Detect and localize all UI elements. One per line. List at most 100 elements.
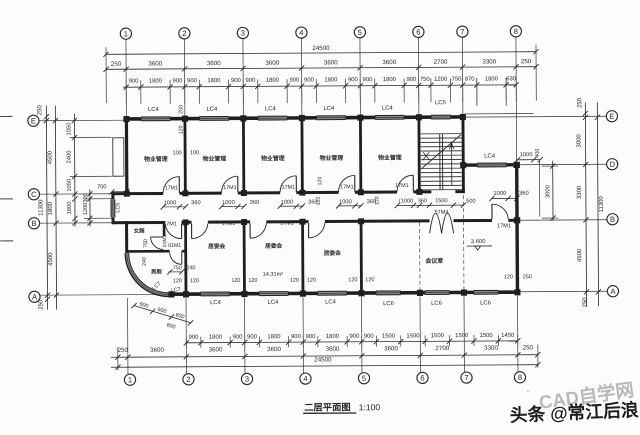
svg-text:1500: 1500 [455, 333, 469, 339]
svg-text:3600: 3600 [382, 59, 396, 66]
svg-text:900: 900 [233, 334, 244, 340]
svg-text:1800: 1800 [149, 78, 163, 84]
svg-text:250: 250 [118, 347, 129, 354]
svg-text:LC6: LC6 [480, 300, 492, 306]
svg-text:11300: 11300 [599, 195, 605, 212]
svg-text:750: 750 [420, 77, 431, 83]
svg-text:120: 120 [317, 177, 323, 186]
svg-text:LC4: LC4 [148, 107, 160, 113]
svg-text:2700: 2700 [435, 345, 449, 352]
svg-text:250: 250 [178, 105, 184, 114]
svg-text:24500: 24500 [312, 45, 330, 52]
svg-text:居委会: 居委会 [208, 242, 225, 250]
svg-text:870: 870 [465, 77, 476, 83]
svg-text:360: 360 [191, 200, 201, 206]
svg-text:1800: 1800 [207, 78, 221, 84]
svg-text:900: 900 [246, 78, 257, 84]
svg-text:240: 240 [186, 265, 195, 271]
svg-text:120: 120 [365, 277, 374, 283]
svg-text:750: 750 [452, 77, 463, 83]
svg-text:120: 120 [248, 278, 257, 284]
svg-text:1500: 1500 [406, 333, 420, 339]
svg-text:1: 1 [124, 29, 128, 38]
svg-text:1200: 1200 [434, 77, 448, 83]
svg-text:1000: 1000 [281, 200, 294, 206]
svg-text:1800: 1800 [266, 78, 280, 84]
svg-text:250: 250 [39, 299, 45, 310]
svg-text:居委会: 居委会 [265, 242, 282, 250]
svg-text:7: 7 [464, 373, 468, 382]
svg-text:250: 250 [523, 344, 534, 351]
svg-text:1050: 1050 [67, 179, 73, 192]
svg-text:17M1: 17M1 [497, 223, 511, 229]
svg-text:3600: 3600 [209, 346, 223, 353]
svg-text:1800: 1800 [485, 76, 499, 82]
svg-text:900: 900 [172, 78, 183, 84]
svg-text:LC7: LC7 [151, 281, 162, 292]
svg-text:120: 120 [316, 197, 322, 206]
svg-text:B: B [610, 215, 615, 224]
svg-text:3600: 3600 [326, 346, 340, 353]
svg-text:女厕: 女厕 [134, 227, 145, 235]
svg-text:1450: 1450 [501, 333, 515, 339]
svg-text:LC4: LC4 [210, 300, 222, 306]
svg-text:LC4: LC4 [382, 106, 394, 112]
svg-text:1: 1 [128, 375, 132, 384]
svg-text:500: 500 [466, 199, 475, 205]
svg-text:LC4: LC4 [268, 300, 280, 306]
svg-text:LC4: LC4 [265, 106, 277, 112]
svg-text:3300: 3300 [484, 345, 498, 352]
svg-text:3.600: 3.600 [471, 239, 486, 245]
svg-text:240: 240 [142, 257, 148, 266]
svg-text:750: 750 [173, 265, 182, 271]
svg-text:6: 6 [420, 374, 424, 383]
svg-text:7: 7 [460, 27, 464, 36]
svg-text:1000: 1000 [164, 200, 177, 206]
svg-text:3600: 3600 [150, 347, 164, 354]
svg-text:600: 600 [139, 301, 149, 309]
svg-text:120: 120 [173, 278, 182, 284]
svg-text:3000: 3000 [577, 134, 583, 148]
svg-text:17M1: 17M1 [222, 221, 236, 227]
svg-text:3300: 3300 [482, 58, 496, 65]
svg-text:E: E [31, 116, 36, 125]
svg-text:120: 120 [178, 125, 184, 134]
svg-text:900: 900 [306, 334, 317, 340]
svg-text:17M1: 17M1 [165, 185, 179, 191]
svg-text:LC4: LC4 [206, 107, 218, 113]
svg-text:3600: 3600 [267, 346, 281, 353]
svg-text:900: 900 [187, 78, 198, 84]
svg-text:3: 3 [245, 375, 249, 384]
svg-text:120: 120 [374, 196, 380, 205]
svg-text:4: 4 [299, 28, 303, 37]
svg-text:居委会: 居委会 [324, 249, 341, 257]
svg-text:900: 900 [350, 334, 361, 340]
svg-text:1000: 1000 [493, 191, 506, 197]
svg-text:630: 630 [506, 76, 517, 82]
svg-text:900: 900 [289, 78, 300, 84]
svg-text:900: 900 [247, 334, 258, 340]
svg-text:LC6: LC6 [431, 301, 443, 307]
svg-text:24500: 24500 [314, 356, 332, 363]
svg-text:120: 120 [307, 278, 316, 284]
svg-text:1500: 1500 [480, 333, 494, 339]
svg-text:360: 360 [418, 198, 427, 204]
svg-text:LC5: LC5 [435, 100, 447, 106]
svg-text:8: 8 [514, 27, 518, 36]
svg-text:250: 250 [583, 297, 589, 308]
svg-text:17M1: 17M1 [223, 185, 237, 191]
svg-text:3600: 3600 [207, 60, 221, 67]
svg-text:120: 120 [190, 278, 199, 284]
svg-text:400: 400 [535, 149, 541, 158]
svg-text:120: 120 [348, 277, 357, 283]
svg-text:8: 8 [518, 373, 522, 382]
svg-text:2: 2 [182, 29, 186, 38]
svg-text:4500: 4500 [48, 150, 54, 164]
svg-text:900: 900 [291, 334, 302, 340]
svg-text:900: 900 [406, 77, 417, 83]
svg-text:1800: 1800 [209, 335, 223, 341]
svg-text:250: 250 [577, 97, 583, 108]
svg-text:1800: 1800 [67, 202, 73, 215]
svg-text:1800: 1800 [48, 201, 54, 215]
svg-text:3: 3 [241, 29, 245, 38]
